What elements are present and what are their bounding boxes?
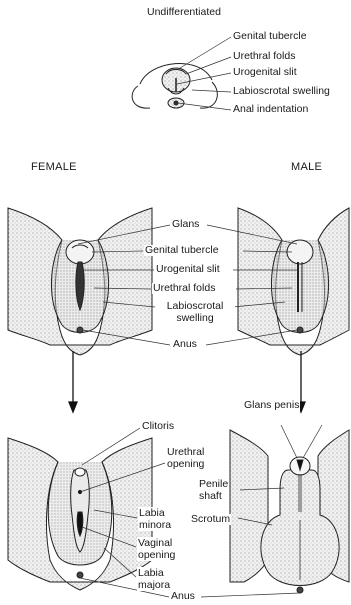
undifferentiated-illustration xyxy=(132,63,217,108)
undifferentiated-title: Undifferentiated xyxy=(146,7,222,18)
label-clitoris: Clitoris xyxy=(141,421,175,432)
label-urethral-opening-line1: Urethral xyxy=(167,446,204,458)
male-adult-illustration xyxy=(230,430,349,593)
label-genital-tubercle-top: Genital tubercle xyxy=(232,31,308,42)
label-labia-majora: Labia majora xyxy=(137,567,171,591)
label-penile-shaft: Penile shaft xyxy=(198,478,229,502)
label-glans: Glans xyxy=(171,219,200,230)
label-labia-minora-line2: minora xyxy=(139,519,171,531)
label-urethral-opening: Urethral opening xyxy=(166,446,205,470)
label-penile-shaft-line1: Penile xyxy=(199,478,228,490)
label-genital-tubercle: Genital tubercle xyxy=(144,245,220,256)
male-indifferent-illustration xyxy=(238,208,349,355)
label-urogenital-slit-top: Urogenital slit xyxy=(232,67,298,78)
female-adult-illustration xyxy=(8,438,152,590)
label-anus-middle: Anus xyxy=(172,339,198,350)
label-labia-minora-line1: Labia xyxy=(139,507,165,519)
label-anus-bottom: Anus xyxy=(170,591,196,602)
header-female: FEMALE xyxy=(30,162,78,173)
label-vaginal-opening-line1: Vaginal xyxy=(138,537,172,549)
label-urogenital-slit: Urogenital slit xyxy=(155,264,221,275)
header-male: MALE xyxy=(290,162,323,173)
label-labioscrotal-swelling: Labioscrotal swelling xyxy=(155,300,235,324)
label-anal-indentation: Anal indentation xyxy=(232,104,309,115)
label-glans-penis: Glans penis xyxy=(243,400,300,411)
label-labioscrotal-line1: Labioscrotal xyxy=(167,300,224,312)
label-labia-majora-line1: Labia xyxy=(138,567,164,579)
label-urethral-folds: Urethral folds xyxy=(152,283,216,294)
label-labia-majora-line2: majora xyxy=(138,579,170,591)
label-labia-minora: Labia minora xyxy=(138,507,172,531)
label-urethral-folds-top: Urethral folds xyxy=(232,51,296,62)
label-labioscrotal-line2: swelling xyxy=(176,312,213,324)
label-scrotum: Scrotum xyxy=(190,514,231,525)
label-urethral-opening-line2: opening xyxy=(167,458,204,470)
label-labioscrotal-swelling-top: Labioscrotal swelling xyxy=(232,86,331,97)
label-penile-shaft-line2: shaft xyxy=(199,490,222,502)
female-indifferent-illustration xyxy=(8,208,152,355)
label-vaginal-opening: Vaginal opening xyxy=(137,537,176,561)
label-vaginal-opening-line2: opening xyxy=(138,549,175,561)
